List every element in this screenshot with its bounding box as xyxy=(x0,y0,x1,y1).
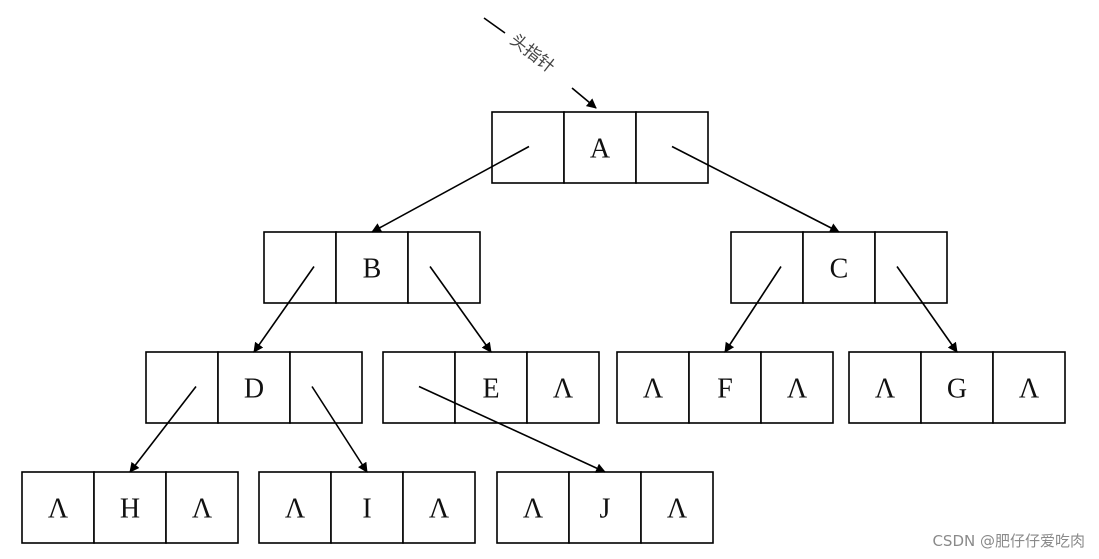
null-pointer-symbol: Λ xyxy=(523,494,544,525)
pointer-arrow-D-I xyxy=(311,386,368,473)
left-pointer-cell xyxy=(496,471,570,544)
null-pointer-symbol: Λ xyxy=(643,374,664,405)
null-pointer-symbol: Λ xyxy=(192,494,213,525)
head-pointer-line-top xyxy=(483,17,506,34)
right-pointer-cell xyxy=(289,351,363,424)
right-pointer-cell xyxy=(526,351,600,424)
right-pointer-cell xyxy=(402,471,476,544)
left-pointer-cell xyxy=(21,471,95,544)
node-label: D xyxy=(244,374,264,405)
data-cell xyxy=(802,231,876,304)
node-label: G xyxy=(947,374,967,405)
data-cell xyxy=(330,471,404,544)
left-pointer-cell xyxy=(145,351,219,424)
right-pointer-cell xyxy=(760,351,834,424)
data-cell xyxy=(563,111,637,184)
null-pointer-symbol: Λ xyxy=(667,494,688,525)
pointer-arrow-D-H xyxy=(129,386,197,473)
node-label: F xyxy=(717,374,733,405)
right-pointer-cell xyxy=(635,111,709,184)
null-pointer-symbol: Λ xyxy=(1019,374,1040,405)
left-pointer-cell xyxy=(616,351,690,424)
null-pointer-symbol: Λ xyxy=(48,494,69,525)
null-pointer-symbol: Λ xyxy=(553,374,574,405)
left-pointer-cell xyxy=(263,231,337,304)
node-label: J xyxy=(600,494,611,525)
tree-node-D: D xyxy=(145,351,363,424)
tree-node-C: C xyxy=(730,231,948,304)
tree-node-A: A xyxy=(491,111,709,184)
left-pointer-cell xyxy=(730,231,804,304)
node-label: B xyxy=(363,254,382,285)
left-pointer-cell xyxy=(848,351,922,424)
pointer-arrow-C-G xyxy=(896,266,958,353)
data-cell xyxy=(920,351,994,424)
left-pointer-cell xyxy=(382,351,456,424)
node-label: E xyxy=(482,374,499,405)
edges-layer xyxy=(129,145,958,473)
head-pointer-label: 头指针 xyxy=(506,30,559,77)
null-pointer-symbol: Λ xyxy=(875,374,896,405)
head-pointer: 头指针 xyxy=(483,17,597,109)
pointer-arrow-B-E xyxy=(429,266,492,353)
pointer-arrow-C-F xyxy=(724,266,782,353)
node-label: A xyxy=(590,134,611,165)
data-cell xyxy=(93,471,167,544)
node-label: H xyxy=(120,494,140,525)
right-pointer-cell xyxy=(874,231,948,304)
pointer-arrow-A-C xyxy=(671,145,840,233)
watermark: CSDN @肥仔仔爱吃肉 xyxy=(932,532,1085,550)
right-pointer-cell xyxy=(165,471,239,544)
pointer-arrow-A-B xyxy=(371,145,530,233)
right-pointer-cell xyxy=(407,231,481,304)
null-pointer-symbol: Λ xyxy=(285,494,306,525)
head-pointer-line-bottom xyxy=(571,87,597,109)
node-label: C xyxy=(830,254,849,285)
pointer-arrow-B-D xyxy=(253,266,315,353)
node-label: I xyxy=(362,494,371,525)
pointer-arrow-E-J xyxy=(418,385,606,473)
left-pointer-cell xyxy=(258,471,332,544)
right-pointer-cell xyxy=(992,351,1066,424)
null-pointer-symbol: Λ xyxy=(787,374,808,405)
right-pointer-cell xyxy=(640,471,714,544)
data-cell xyxy=(568,471,642,544)
null-pointer-symbol: Λ xyxy=(429,494,450,525)
